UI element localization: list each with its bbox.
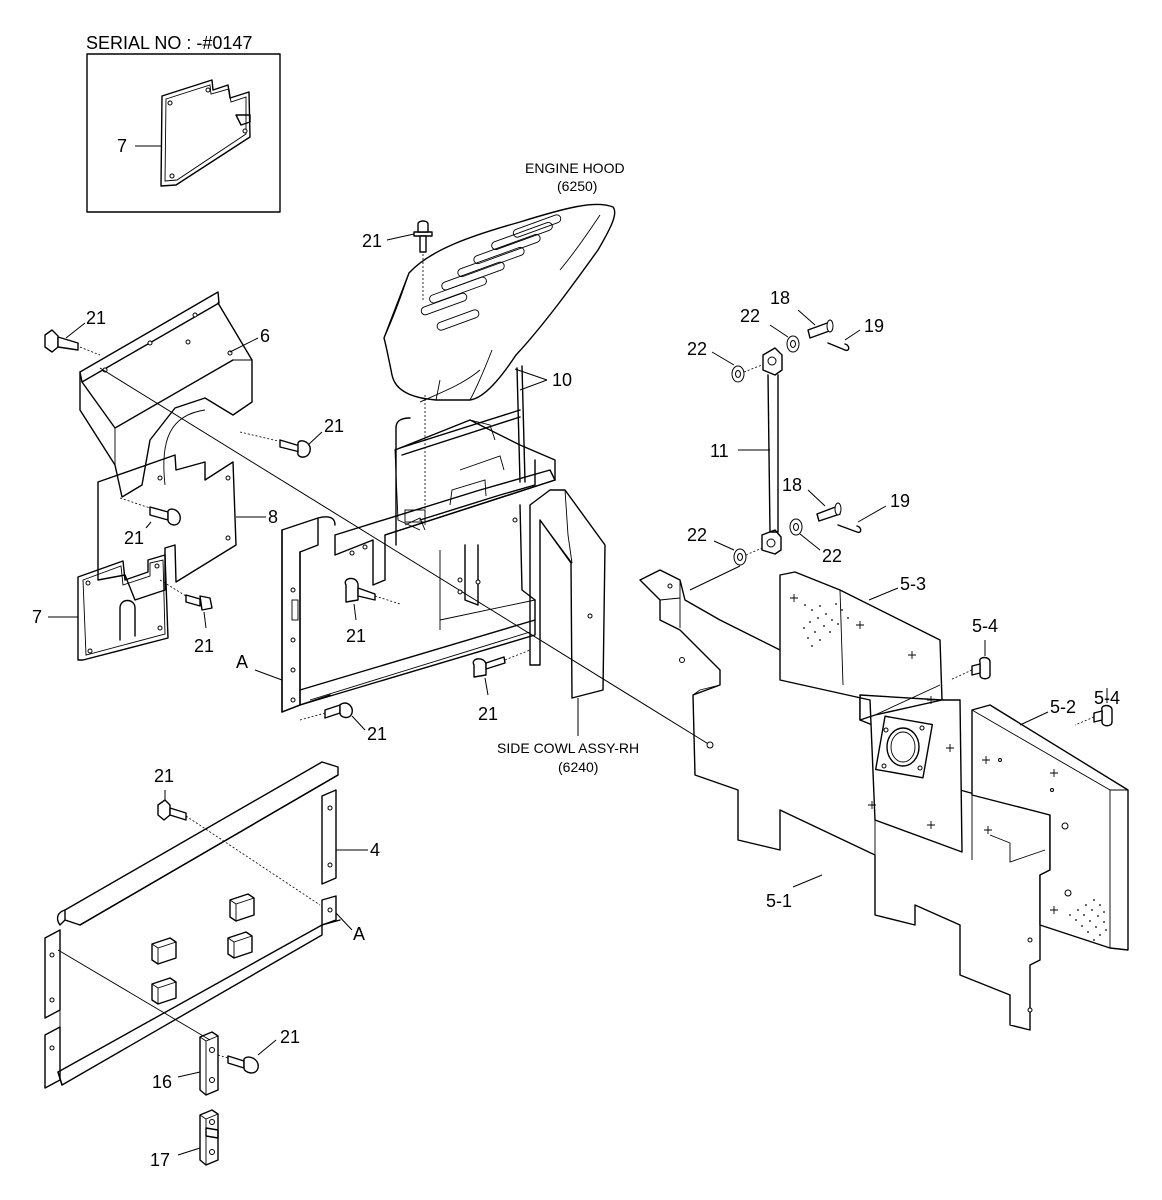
bolt-21-b: 21 (119, 497, 181, 548)
callout-8: 8 (268, 507, 278, 527)
bolt-21-mid: 21 (239, 416, 344, 458)
plate-7: 7 (32, 554, 169, 661)
engine-hood: ENGINE HOOD (6250) (383, 160, 625, 403)
bolt-21-c: 21 (159, 579, 214, 656)
clamp-16: 16 (152, 1031, 219, 1096)
upper-hardware: 22 22 18 19 (687, 288, 884, 383)
callout-5-2: 5-2 (1050, 697, 1076, 717)
callout-16: 16 (152, 1072, 172, 1092)
inset-plate-7 (160, 79, 251, 187)
callout-21-b: 21 (124, 528, 144, 548)
callout-19-a: 19 (864, 316, 884, 336)
callout-21-top: 21 (362, 231, 382, 251)
callout-22-b: 22 (687, 339, 707, 359)
bolt-21-e: 21 (472, 649, 531, 724)
insulation-dots-upper (803, 603, 849, 647)
side-cowl-panel: SIDE COWL ASSY-RH (6240) (497, 489, 639, 775)
panel-5-3: 5-3 (779, 571, 963, 853)
frame-A: A (236, 516, 536, 713)
bolt-21-left: 21 (44, 308, 106, 356)
lower-hardware: 18 19 22 22 (687, 475, 910, 591)
callout-10: 10 (552, 370, 572, 390)
callout-22-c: 22 (687, 525, 707, 545)
callout-18-b: 18 (782, 475, 802, 495)
engine-hood-code: (6250) (557, 178, 597, 194)
callout-A-2: A (353, 924, 365, 944)
bolt-21-f: 21 (299, 702, 387, 744)
serial-note: SERIAL NO : -#0147 (86, 33, 252, 53)
callout-5-4a: 5-4 (972, 616, 998, 636)
callout-6: 6 (260, 326, 270, 346)
bolt-21-d: 21 (344, 577, 401, 646)
callout-19-b: 19 (890, 491, 910, 511)
side-cowl-label: SIDE COWL ASSY-RH (497, 740, 639, 756)
callout-22-a: 22 (740, 306, 760, 326)
insulation-dots-lower (1069, 899, 1107, 941)
callout-18-a: 18 (770, 288, 790, 308)
callout-4: 4 (370, 840, 380, 860)
stay-rod-11: 11 (710, 347, 783, 555)
bolt-21-h: 21 (217, 1027, 300, 1074)
bolt-5-4b: 5-4 (1074, 688, 1120, 727)
side-cowl-code: (6240) (558, 759, 598, 775)
callout-21-h: 21 (280, 1027, 300, 1047)
callout-17: 17 (150, 1150, 170, 1170)
rods-10: 10 (395, 365, 572, 546)
hood-louvers (420, 214, 562, 331)
callout-21-f: 21 (367, 724, 387, 744)
callout-21-g: 21 (154, 766, 174, 786)
callout-A-1: A (236, 652, 248, 672)
bolt-21-top: 21 (362, 220, 433, 300)
mount-blocks (151, 893, 255, 1005)
callout-21-e: 21 (478, 704, 498, 724)
callout-5-4b: 5-4 (1094, 688, 1120, 708)
frame-4: 4 A (44, 761, 380, 1089)
callout-5-1: 5-1 (766, 891, 792, 911)
callout-21-d: 21 (346, 626, 366, 646)
callout-7: 7 (32, 607, 42, 627)
callout-21-left: 21 (86, 308, 106, 328)
inset-frame (86, 53, 281, 213)
serial-inset: SERIAL NO : -#0147 7 (86, 33, 281, 213)
callout-5-3: 5-3 (900, 574, 926, 594)
callout-11: 11 (710, 441, 729, 461)
callout-21-c: 21 (194, 636, 214, 656)
bolt-21-g: 21 (154, 766, 321, 906)
engine-hood-label: ENGINE HOOD (525, 160, 625, 176)
callout-7-inset: 7 (117, 136, 127, 156)
callout-22-d: 22 (822, 546, 842, 566)
callout-21-mid: 21 (324, 416, 344, 436)
panel-5-2: 5-2 (971, 697, 1129, 951)
bracket-6: 6 (79, 291, 270, 498)
clamp-17: 17 (150, 1109, 219, 1170)
bolt-5-4a: 5-4 (949, 616, 998, 681)
center-frame (334, 419, 556, 630)
